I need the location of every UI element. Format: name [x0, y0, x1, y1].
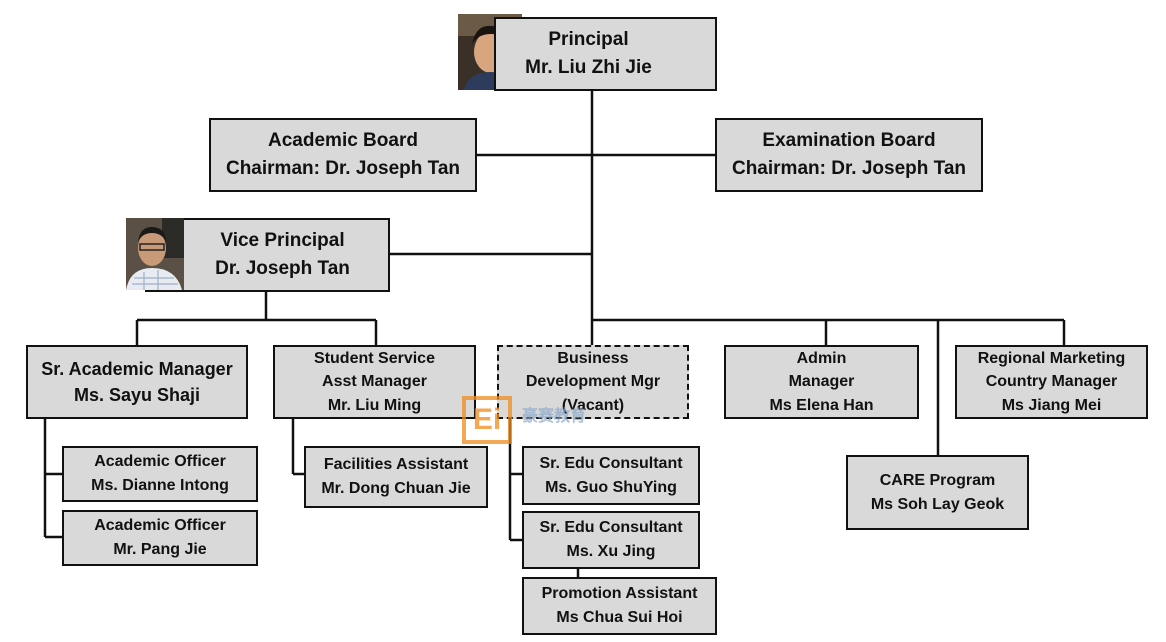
care-program-title: CARE Program — [879, 471, 996, 489]
examination-board-title: Examination Board — [762, 130, 936, 152]
edu-consultant-1-title: Sr. Edu Consultant — [539, 454, 683, 472]
principal-box: Principal Mr. Liu Zhi Jie — [494, 17, 717, 91]
edu-consultant-2-box: Sr. Edu Consultant Ms. Xu Jing — [522, 511, 700, 569]
sr-academic-manager-title: Sr. Academic Manager — [41, 358, 233, 379]
sr-academic-manager-name: Ms. Sayu Shaji — [73, 385, 201, 405]
promotion-assistant-box: Promotion Assistant Ms Chua Sui Hoi — [522, 577, 717, 635]
regional-marketing-line2: Country Manager — [985, 373, 1118, 391]
facilities-assistant-box: Facilities Assistant Mr. Dong Chuan Jie — [304, 446, 488, 508]
edu-consultant-1-name: Ms. Guo ShuYing — [545, 478, 677, 496]
watermark-logo: Ei — [462, 396, 516, 448]
academic-board-title: Academic Board — [268, 130, 418, 152]
facilities-assistant-name: Mr. Dong Chuan Jie — [321, 480, 471, 497]
academic-officer-2-title: Academic Officer — [94, 517, 226, 534]
sr-academic-manager-box: Sr. Academic Manager Ms. Sayu Shaji — [26, 345, 248, 419]
edu-consultant-1-box: Sr. Edu Consultant Ms. Guo ShuYing — [522, 446, 700, 505]
watermark-logo-mark: Ei — [462, 396, 512, 444]
regional-marketing-box: Regional Marketing Country Manager Ms Ji… — [955, 345, 1148, 419]
academic-board-box: Academic Board Chairman: Dr. Joseph Tan — [209, 118, 477, 192]
business-development-box: Business Development Mgr (Vacant) — [497, 345, 689, 419]
facilities-assistant-title: Facilities Assistant — [323, 456, 469, 473]
vice-principal-box: Vice Principal Dr. Joseph Tan — [145, 218, 390, 292]
academic-officer-2-box: Academic Officer Mr. Pang Jie — [62, 510, 258, 566]
care-program-box: CARE Program Ms Soh Lay Geok — [846, 455, 1029, 530]
care-program-name: Ms Soh Lay Geok — [870, 495, 1005, 513]
academic-board-chairman: Chairman: Dr. Joseph Tan — [225, 158, 461, 179]
principal-title: Principal — [548, 29, 629, 51]
academic-officer-1-name: Ms. Dianne Intong — [91, 477, 229, 494]
promotion-assistant-name: Ms Chua Sui Hoi — [556, 609, 683, 626]
vice-principal-photo — [126, 218, 184, 290]
admin-manager-name: Ms Elena Han — [769, 396, 874, 414]
edu-consultant-2-name: Ms. Xu Jing — [566, 543, 656, 560]
admin-manager-line2: Manager — [788, 373, 855, 391]
edu-consultant-2-title: Sr. Edu Consultant — [539, 519, 683, 536]
admin-manager-box: Admin Manager Ms Elena Han — [724, 345, 919, 419]
business-development-line2: Development Mgr — [525, 373, 661, 391]
examination-board-chairman: Chairman: Dr. Joseph Tan — [731, 158, 967, 179]
examination-board-box: Examination Board Chairman: Dr. Joseph T… — [715, 118, 983, 192]
academic-officer-2-name: Mr. Pang Jie — [113, 541, 207, 558]
student-service-line1: Student Service — [314, 350, 435, 368]
student-service-box: Student Service Asst Manager Mr. Liu Min… — [273, 345, 476, 419]
promotion-assistant-title: Promotion Assistant — [541, 585, 698, 602]
student-service-name: Mr. Liu Ming — [327, 396, 422, 414]
academic-officer-1-box: Academic Officer Ms. Dianne Intong — [62, 446, 258, 502]
watermark-text: 豪赛教育 — [522, 408, 587, 425]
business-development-name: (Vacant) — [561, 396, 625, 414]
business-development-line1: Business — [557, 350, 629, 368]
vice-principal-name: Dr. Joseph Tan — [215, 258, 350, 279]
admin-manager-line1: Admin — [796, 350, 847, 368]
vice-principal-title: Vice Principal — [220, 230, 345, 252]
student-service-line2: Asst Manager — [322, 373, 427, 391]
academic-officer-1-title: Academic Officer — [94, 453, 226, 470]
regional-marketing-line1: Regional Marketing — [977, 350, 1126, 368]
regional-marketing-name: Ms Jiang Mei — [1001, 396, 1102, 414]
principal-name: Mr. Liu Zhi Jie — [525, 57, 652, 78]
